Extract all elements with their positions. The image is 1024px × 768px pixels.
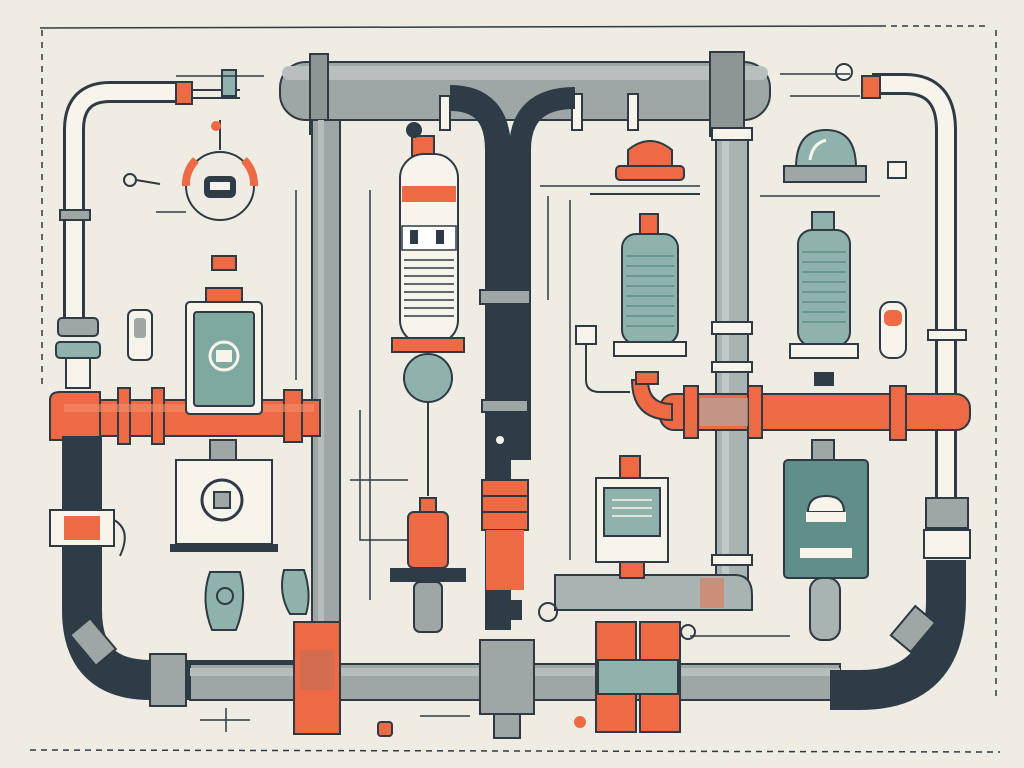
dome-icon — [760, 128, 907, 197]
left-navy-drop-pipe — [49, 436, 310, 707]
gauge-icon — [123, 120, 259, 221]
right-vertical-grey-pipe — [711, 127, 753, 611]
right-outer-pipe — [780, 63, 971, 710]
pump-icon — [359, 410, 466, 633]
filter-tank-icon — [575, 140, 700, 393]
right-grey-elbow — [554, 574, 753, 611]
hand-icon — [204, 569, 310, 631]
valve-knobs — [211, 121, 696, 737]
bottom-grey-pipe — [189, 639, 841, 739]
top-grey-header-pipe — [279, 51, 771, 137]
control-panel-icon — [185, 255, 263, 463]
left-outer-pipe — [55, 69, 264, 389]
cylinder-tank-icon — [391, 135, 465, 496]
monitor-icon — [595, 455, 669, 579]
dashed-frame — [29, 25, 1001, 753]
capsule-switch-icon — [879, 301, 907, 359]
monitor-icon — [170, 459, 278, 552]
small-switch-icon — [127, 309, 153, 361]
right-orange-pipe — [630, 379, 971, 441]
filter-tank-icon — [789, 211, 859, 386]
center-navy-pipes — [449, 85, 576, 630]
connector-lines — [200, 185, 790, 732]
bottom-orange-couplings — [293, 621, 681, 735]
control-box-icon — [783, 439, 869, 641]
